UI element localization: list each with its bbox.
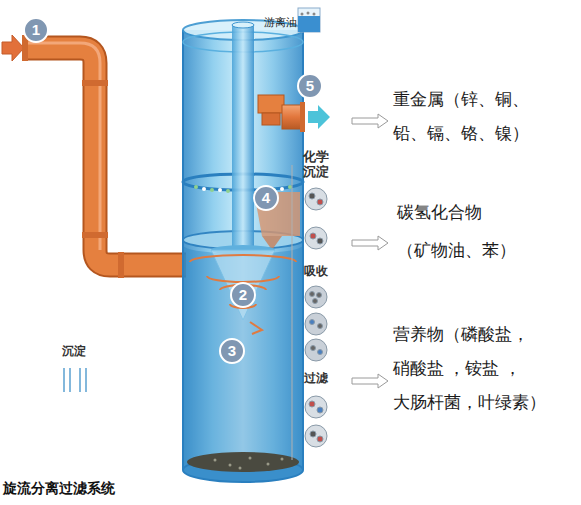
callout-circles-part bbox=[231, 283, 255, 307]
particle-samples-part bbox=[318, 350, 323, 355]
particle-samples-part bbox=[305, 227, 327, 249]
free-oil-icon-part bbox=[298, 16, 320, 32]
free-oil-icon-part bbox=[313, 13, 316, 16]
particle-samples-part bbox=[309, 193, 315, 199]
sediment-symbol-part bbox=[63, 368, 65, 392]
tank-body-part bbox=[249, 457, 252, 460]
particle-samples-part bbox=[317, 436, 323, 442]
hollow-arrows-part bbox=[352, 114, 388, 128]
callout-number: 3 bbox=[220, 339, 244, 363]
free-oil-icon-part bbox=[301, 13, 304, 16]
figure-caption: 旋流分离过滤系统 bbox=[3, 480, 115, 498]
pollutant-note: 碳氢化合物 （矿物油、苯） bbox=[397, 194, 562, 270]
particle-samples-part bbox=[305, 286, 327, 308]
inlet-pipe bbox=[2, 35, 186, 278]
sediment-particles-part bbox=[210, 188, 214, 192]
sediment-symbol-part bbox=[69, 368, 71, 392]
part-label: 游离油 bbox=[264, 15, 297, 30]
particle-samples-part bbox=[305, 188, 327, 210]
vortex-cone bbox=[190, 245, 296, 334]
particle-samples-part bbox=[317, 199, 323, 205]
callout-number: 5 bbox=[298, 74, 322, 98]
sediment-symbol-part bbox=[85, 368, 87, 392]
tank-body-part bbox=[187, 452, 299, 472]
inlet-pipe-part bbox=[24, 48, 186, 265]
particle-samples-part bbox=[310, 431, 316, 437]
inlet-pipe-part bbox=[82, 80, 108, 86]
free-oil-icon-part bbox=[298, 8, 320, 32]
tank-body bbox=[183, 20, 303, 482]
sediment-particles-part bbox=[218, 188, 222, 192]
inlet-pipe-part bbox=[82, 232, 108, 238]
inlet-pipe-part bbox=[118, 252, 124, 278]
sediment-particles-part bbox=[194, 185, 198, 189]
callout-circles bbox=[24, 18, 322, 363]
free-oil-icon bbox=[298, 8, 320, 32]
particle-samples-part bbox=[305, 313, 327, 335]
particle-samples-part bbox=[317, 407, 323, 413]
particle-samples-part bbox=[305, 425, 327, 447]
particle-samples-part bbox=[313, 299, 318, 304]
sediment-particles-part bbox=[226, 189, 230, 193]
outlet-pipe-part bbox=[258, 95, 284, 113]
sediment-symbol-part bbox=[79, 368, 81, 392]
tank-body-part bbox=[239, 467, 242, 470]
outlet-pipe-part bbox=[262, 113, 280, 125]
part-label: 沉淀 bbox=[62, 343, 86, 360]
sediment-symbol bbox=[64, 368, 86, 392]
free-oil-icon-part bbox=[307, 12, 310, 15]
vortex-cone-part bbox=[211, 250, 275, 320]
outlet-pipe-part bbox=[282, 105, 302, 129]
vortex-cone-part bbox=[190, 255, 296, 262]
particle-samples-part bbox=[317, 238, 323, 244]
particle-samples-part bbox=[310, 233, 316, 239]
tank-body-part bbox=[267, 463, 270, 466]
vortex-cone-part bbox=[207, 276, 279, 282]
outlet-pipe bbox=[258, 95, 330, 132]
stage-label: 过滤 bbox=[304, 370, 328, 387]
tank-body-part bbox=[229, 464, 232, 467]
center-pipe bbox=[232, 22, 254, 247]
pollutant-note: 营养物（磷酸盐， 硝酸盐 ，铵盐 ， 大肠杆菌，叶绿素） bbox=[393, 318, 558, 420]
particle-samples bbox=[305, 188, 327, 447]
tank-body-part bbox=[214, 459, 217, 462]
hollow-arrows-part bbox=[352, 236, 388, 250]
stage-label: 化学 沉淀 bbox=[301, 149, 331, 179]
callout-circles-part bbox=[298, 74, 322, 98]
particle-samples-part bbox=[310, 292, 315, 297]
callout-number: 1 bbox=[24, 18, 48, 42]
sediment-particles-part bbox=[280, 187, 284, 191]
particle-samples-part bbox=[311, 346, 316, 351]
particle-samples-part bbox=[317, 293, 322, 298]
center-pipe-part bbox=[232, 25, 254, 247]
hollow-arrows bbox=[352, 114, 388, 388]
callout-circles-part bbox=[254, 186, 278, 210]
inlet-pipe-part bbox=[2, 35, 24, 61]
tank-body-part bbox=[281, 458, 284, 461]
callout-circles-part bbox=[220, 339, 244, 363]
callout-number: 4 bbox=[254, 186, 278, 210]
process-column-part bbox=[292, 165, 293, 460]
outlet-pipe-part bbox=[308, 105, 330, 129]
sediment-particles-part bbox=[288, 185, 292, 189]
tank-body-part bbox=[183, 245, 303, 482]
particle-samples-part bbox=[309, 401, 315, 407]
inlet-pipe-part bbox=[24, 48, 186, 265]
pollutant-note: 重金属（锌、铜、 铅、镉、铬、镍） bbox=[393, 83, 558, 151]
particle-samples-part bbox=[310, 320, 315, 325]
stage-label: 吸收 bbox=[304, 263, 328, 280]
inlet-pipe-part bbox=[24, 43, 100, 250]
callout-number: 2 bbox=[231, 283, 255, 307]
callout-circles-part bbox=[24, 18, 48, 42]
center-pipe-part bbox=[232, 22, 254, 28]
particle-samples-part bbox=[305, 396, 327, 418]
hollow-arrows-part bbox=[352, 374, 388, 388]
outlet-pipe-part bbox=[300, 102, 305, 132]
vortex-cone-part bbox=[250, 322, 262, 334]
process-column bbox=[292, 165, 293, 460]
tank-body-part bbox=[182, 30, 184, 470]
sediment-particles-part bbox=[202, 187, 206, 191]
particle-samples-part bbox=[318, 324, 323, 329]
particle-samples-part bbox=[305, 339, 327, 361]
